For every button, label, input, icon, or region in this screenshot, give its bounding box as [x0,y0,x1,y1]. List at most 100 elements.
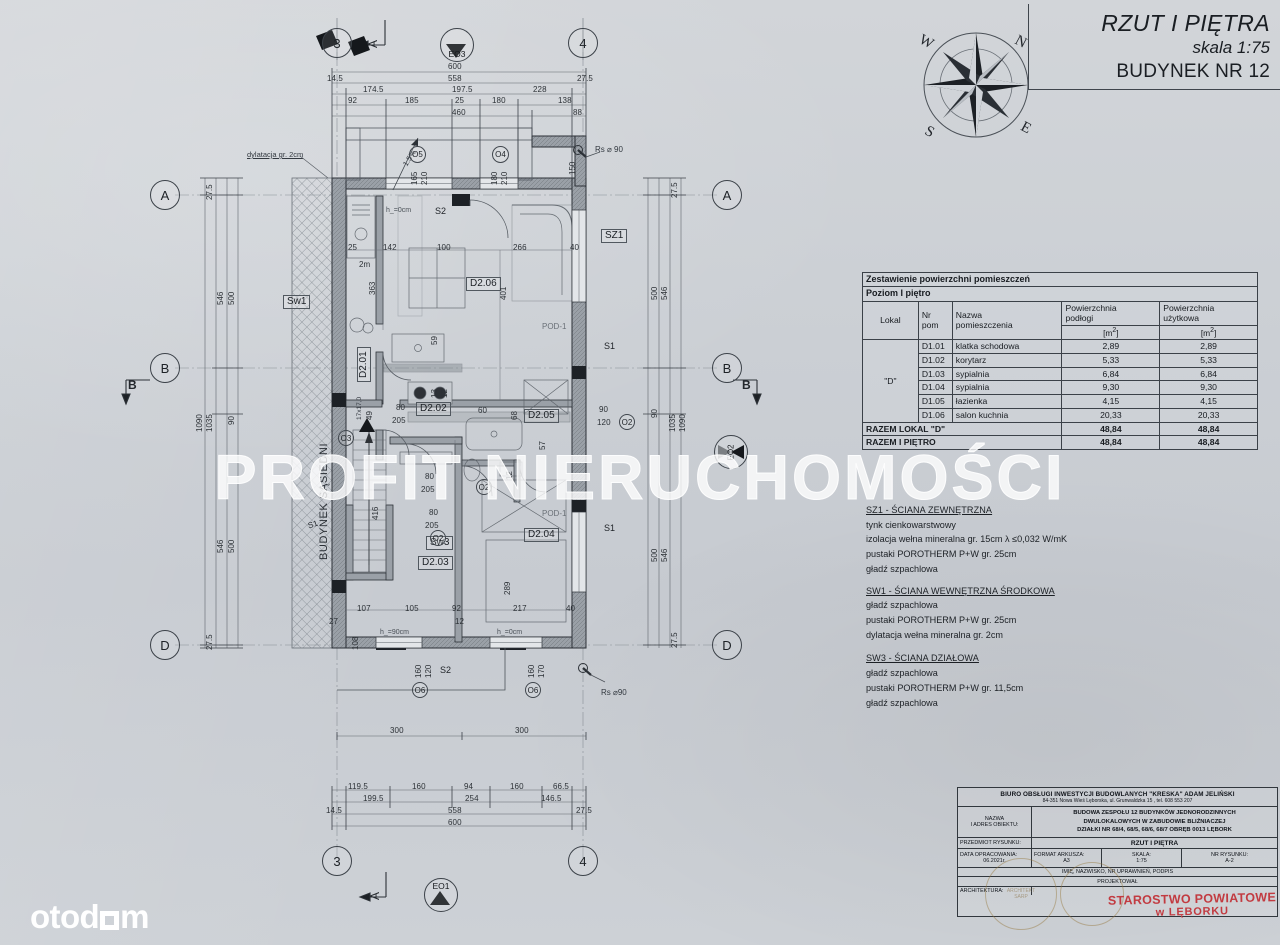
area-row-uzytkowa: 20,33 [1159,407,1258,423]
dim-right-1035: 1035 [668,414,677,432]
window-openings [375,177,587,649]
inner-dim-150: 150 [568,161,577,175]
area-table-caption: Zestawienie powierzchni pomieszczeń [862,271,1258,288]
label-format: FORMAT ARKUSZA: [1034,852,1085,858]
area-total-label: RAZEM LOKAL "D" [861,421,1063,437]
area-row-nr: D1.02 [917,353,953,368]
area-schedule-table: Zestawienie powierzchni pomieszczeń Pozi… [861,271,1258,451]
compass-rose: N E S W [903,12,1049,158]
area-row-uzytkowa: 9,30 [1159,380,1258,396]
axis-marker-d-left: D [150,630,180,660]
dim-bot-254: 254 [465,794,479,803]
note-sw1-line3: dylatacja wełna mineralna gr. 2cm [866,629,1003,640]
object-line2: DWULOKALOWYCH W ZABUDOWIE BLIŹNIACZEJ [1083,818,1226,825]
opening-o3-height: 205 [392,416,406,425]
ceiling-note-1: h_=0cm [386,207,412,214]
inner-dim-13: 13 [430,389,439,398]
inner-dim-217: 217 [513,604,527,613]
secondary-ink-stamp [1060,862,1124,926]
area-row-nazwa: korytarz [951,353,1063,368]
sheet-scale: skala 1:75 [1192,38,1271,57]
opening-o6b-height: 170 [537,664,546,678]
object-line3: DZIAŁKI NR 68/4, 68/5, 68/6, 68/7 OBRĘB … [1077,827,1232,834]
elevation-eo2-glyph [718,445,744,459]
section-markers [121,20,762,902]
opening-marker-o2-c: O2 [619,414,635,430]
table-row: D1.02 korytarz 5,33 5,33 [863,353,1258,368]
area-row-podloga: 9,30 [1061,380,1161,396]
opening-marker-o6-b: O6 [525,682,541,698]
area-unit-podloga: [m2] [1061,324,1161,341]
dim-left-546-top: 546 [216,291,225,305]
interior-walls [345,195,573,643]
dim-left-500-bot: 500 [227,539,236,553]
area-total-uzytkowa: 48,84 [1159,421,1258,437]
neighbour-building-label: BUDYNEK SĄSIEDNI [318,442,330,560]
note-sw1-line1: gładź szpachlowa [866,600,938,611]
dim-right-500-top: 500 [650,286,659,300]
dim-top-25: 25 [455,96,465,105]
area-row-nr: D1.05 [917,394,953,409]
dim-top-174-5: 174.5 [363,85,384,94]
dim-bot-14-5: 14.5 [326,806,342,815]
inner-dim-289: 289 [503,581,512,595]
inner-dim-12c: 12 [455,617,465,626]
inner-dim-107: 107 [357,604,371,613]
dim-bot-160b: 160 [510,782,524,791]
opening-marker-o2-b: O2 [430,530,446,546]
inner-dim-57: 57 [538,441,547,450]
inner-dim-416: 416 [371,506,380,520]
note-heading-sz1: SZ1 - ŚCIANA ZEWNĘTRZNA [866,505,993,515]
dim-top-228: 228 [533,85,547,94]
area-row-podloga: 5,33 [1061,353,1161,368]
inner-dim-92: 92 [452,604,462,613]
dim-right-1090: 1090 [678,414,687,432]
expansion-note-leader [299,155,329,179]
grid-marker-4-bottom: 4 [568,846,598,876]
object-line1: BUDOWA ZESPOŁU 12 BUDYNKÓW JEDNORODZINNY… [1073,810,1236,817]
note-sw3-line2: pustaki POROTHERM P+W gr. 11,5cm [866,682,1024,693]
area-row-nazwa: sypialnia [951,366,1063,382]
dim-bot-94: 94 [464,782,474,791]
area-row-podloga: 2,89 [1061,339,1161,354]
wall-tag-s2-bottom: S2 [440,665,452,675]
area-row-nr: D1.03 [917,366,953,382]
axis-marker-a-left: A [150,180,180,210]
inner-dim-401: 401 [499,286,508,300]
wall-tag-s1-right-bottom: S1 [604,523,616,533]
room-label-d2-05: D2.05 [524,409,559,423]
dim-right-27-5-bot: 27.5 [670,632,679,648]
inner-dim-60: 60 [478,406,488,415]
dim-bot-160a: 160 [412,782,426,791]
area-row-nr: D1.06 [917,407,953,423]
section-label-a-bottom: A [368,891,382,900]
note-sz1-line1: tynk cienkowarstwowy [866,519,956,530]
axis-marker-a-right: A [712,180,742,210]
area-col-lokal: Lokal [862,300,919,341]
opening-o2b-width: 80 [429,508,439,517]
dim-bot-558: 558 [448,806,462,815]
stair-note: 17x17,0 [356,396,363,420]
dim-right-90: 90 [650,409,659,418]
room-label-d2-01-text: D2.01 [358,351,369,378]
drawing-subject: RZUT I PIĘTRA [1130,839,1179,847]
room-label-d2-03: D2.03 [418,556,453,570]
note-heading-sw1: SW1 - ŚCIANA WEWNĘTRZNA ŚRODKOWA [866,585,1055,596]
label-date: DATA OPRACOWANIA: [960,852,1018,858]
inner-dim-40b: 40 [566,604,576,613]
area-row-nr: D1.04 [917,380,953,396]
inner-dim-27: 27 [329,617,339,626]
opening-marker-o5: O5 [409,146,426,163]
dim-bot-199-5: 199.5 [363,794,384,803]
inner-dim-363: 363 [368,281,377,295]
inner-dim-12a: 12 [440,389,449,398]
opening-o4-width: 180 [490,171,499,185]
opening-o2b-height: 205 [425,521,439,530]
area-row-uzytkowa: 2,89 [1159,339,1258,354]
opening-o3-width: 80 [396,403,406,412]
elevation-marker-eo1: EO1 [424,878,458,912]
